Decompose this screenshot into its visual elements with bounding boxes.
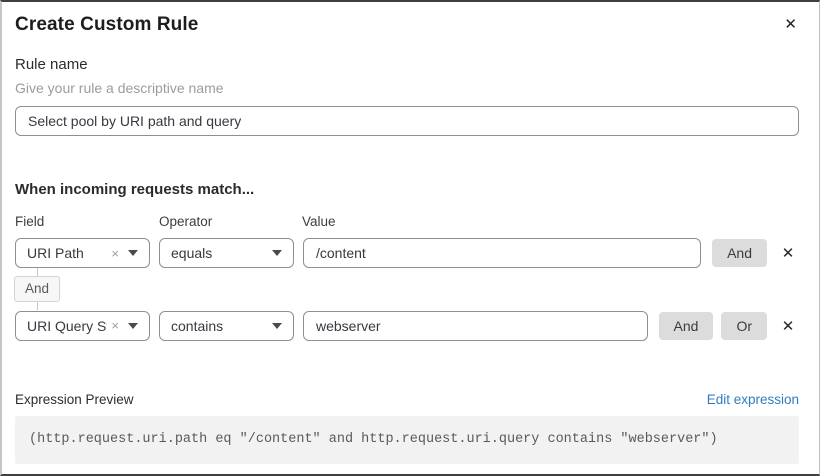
rule-name-label: Rule name xyxy=(15,56,88,73)
create-custom-rule-dialog: Create Custom Rule ✕ Rule name Give your… xyxy=(2,2,819,464)
delete-row-icon[interactable]: ✕ xyxy=(781,245,795,262)
column-labels: Field Operator Value xyxy=(15,214,799,229)
expression-preview-label: Expression Preview xyxy=(15,391,134,407)
or-button[interactable]: Or xyxy=(721,311,767,340)
chevron-down-icon xyxy=(128,322,138,329)
and-button[interactable]: And xyxy=(658,311,714,340)
edit-expression-link[interactable]: Edit expression xyxy=(706,391,799,407)
value-input[interactable] xyxy=(303,310,648,341)
operator-select-value: equals xyxy=(171,245,213,261)
clear-selection-icon[interactable]: × xyxy=(111,245,119,261)
operator-select-value: contains xyxy=(171,317,224,334)
field-column-label: Field xyxy=(15,214,45,229)
connector-and-badge: And xyxy=(13,276,61,302)
close-icon[interactable]: ✕ xyxy=(784,16,797,33)
operator-select[interactable]: contains xyxy=(159,310,294,341)
delete-row-icon[interactable]: ✕ xyxy=(781,317,795,335)
field-select[interactable]: URI Path × xyxy=(15,238,150,268)
chevron-down-icon xyxy=(272,322,282,329)
expression-preview-header: Expression Preview Edit expression xyxy=(15,392,799,407)
value-column-label: Value xyxy=(302,214,336,229)
match-row: URI Path × equals And ✕ xyxy=(15,238,799,268)
operator-select[interactable]: equals xyxy=(159,238,294,268)
expression-code: (http.request.uri.path eq "/content" and… xyxy=(15,415,799,464)
chevron-down-icon xyxy=(128,250,138,256)
match-section-heading: When incoming requests match... xyxy=(15,181,255,198)
rule-name-helper: Give your rule a descriptive name xyxy=(15,80,224,96)
operator-column-label: Operator xyxy=(159,214,213,229)
value-input[interactable] xyxy=(303,238,702,268)
field-select-value: URI Query St... xyxy=(27,317,107,334)
chevron-down-icon xyxy=(272,250,282,256)
page-title: Create Custom Rule xyxy=(15,14,199,35)
connector-line xyxy=(36,301,38,310)
rule-name-input[interactable] xyxy=(15,106,799,136)
field-select[interactable]: URI Query St... × xyxy=(15,310,150,341)
and-button[interactable]: And xyxy=(712,239,767,267)
connector-line xyxy=(36,268,38,276)
match-row: URI Query St... × contains And Or ✕ xyxy=(15,310,799,341)
clear-selection-icon[interactable]: × xyxy=(111,318,119,334)
field-select-value: URI Path xyxy=(27,245,84,261)
dialog-header: Create Custom Rule ✕ xyxy=(15,11,799,36)
row-connector: And xyxy=(13,268,61,310)
